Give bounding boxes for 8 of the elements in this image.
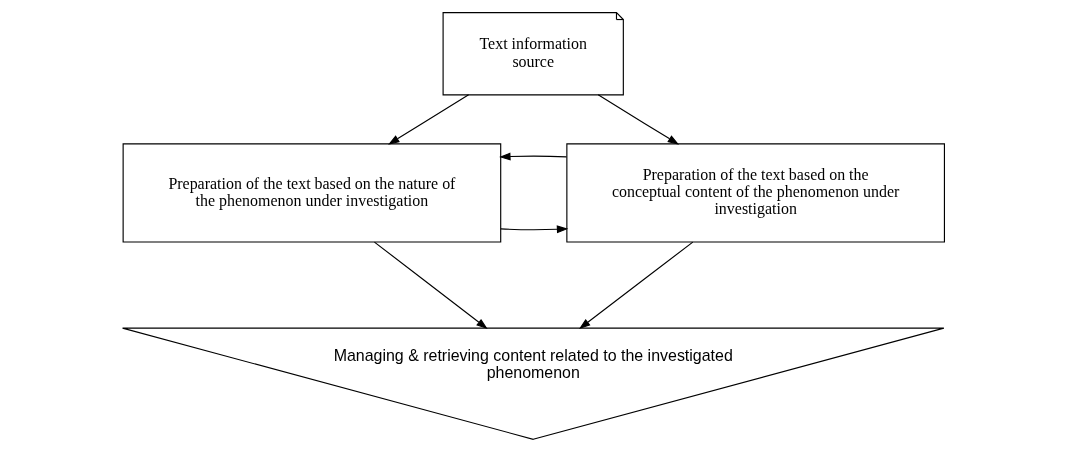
arrow [499, 225, 568, 234]
node-box: Preparation of the text based on the nature of the phenomenon under investigation [122, 143, 501, 243]
arrow [387, 94, 469, 145]
node-box: Preparation of the text based on the conceptual content of the phenomenon under investigation [565, 143, 945, 243]
arrow [373, 241, 488, 330]
arrow [498, 152, 567, 161]
arrow [597, 94, 679, 145]
arrow [578, 241, 693, 330]
